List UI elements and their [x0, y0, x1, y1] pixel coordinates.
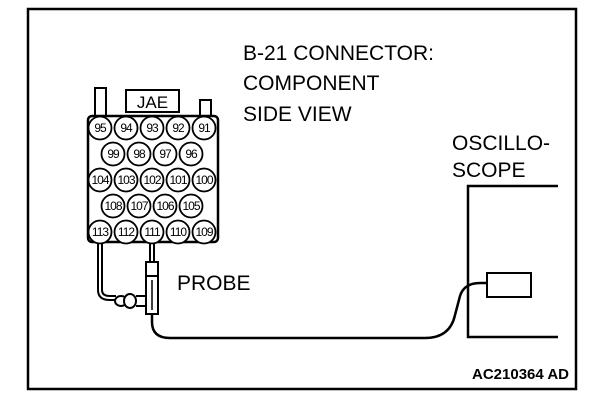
oscilloscope-label-line-1: OSCILLO- — [452, 132, 550, 155]
pin-cavity: 106 — [152, 193, 178, 219]
oscilloscope-label-line-2: SCOPE — [452, 159, 526, 182]
title-line-3: SIDE VIEW — [243, 103, 352, 126]
connector-title: B-21 CONNECTOR: COMPONENT SIDE VIEW — [243, 42, 434, 126]
pin-cavity: 107 — [126, 193, 152, 219]
pin-number: 93 — [146, 121, 159, 135]
oscilloscope-outline — [466, 184, 558, 339]
pin-cavity: 104 — [87, 167, 113, 193]
pin-number: 105 — [182, 199, 200, 213]
oscilloscope: OSCILLO- SCOPE — [452, 132, 558, 339]
title-line-1: B-21 CONNECTOR: — [243, 42, 434, 65]
alligator-clip-icon — [114, 293, 146, 309]
diagram-frame — [26, 7, 578, 391]
probe-icon — [145, 261, 159, 315]
connector-brand-box — [125, 89, 180, 113]
probe-needle — [149, 243, 155, 262]
pin-cavity: 109 — [191, 219, 217, 245]
pin-cavity: 95 — [87, 115, 113, 141]
pin-number: 92 — [172, 121, 185, 135]
pin-number: 110 — [170, 225, 187, 239]
pin-cavity: 112 — [113, 219, 139, 245]
pin-number: 98 — [133, 147, 146, 161]
pin-cavity: 98 — [126, 141, 152, 167]
pin-number: 113 — [92, 225, 109, 239]
pin-number: 100 — [195, 173, 213, 187]
pin-cavity: 96 — [178, 141, 204, 167]
pin-cavity: 91 — [191, 115, 217, 141]
connector-pin-grid: 95 94 93 92 91 99 98 97 96 104 103 102 1… — [87, 115, 217, 245]
pin-cavity: 94 — [113, 115, 139, 141]
pin-number: 91 — [198, 121, 211, 135]
pin-number: 111 — [144, 225, 161, 239]
pin-number: 104 — [91, 173, 109, 187]
pin-cavity: 100 — [191, 167, 217, 193]
pin-number: 103 — [117, 173, 135, 187]
pin-cavity-probed: 111 — [139, 219, 165, 245]
pin-cavity: 97 — [152, 141, 178, 167]
reference-code: AC210364 AD — [472, 366, 569, 383]
pin-cavity: 105 — [178, 193, 204, 219]
pin-number: 97 — [159, 147, 172, 161]
pin-number: 106 — [156, 199, 174, 213]
pin-number: 109 — [195, 225, 213, 239]
oscilloscope-input-port — [486, 272, 532, 298]
pin-cavity: 99 — [100, 141, 126, 167]
pin-number: 99 — [107, 147, 120, 161]
b21-connector: JAE 95 94 93 92 91 99 98 97 96 104 103 1… — [86, 87, 220, 245]
connector-tab-left — [94, 87, 107, 119]
pin-number: 95 — [94, 121, 107, 135]
pin-cavity: 110 — [165, 219, 191, 245]
probe-label: PROBE — [177, 272, 251, 295]
pin-cavity: 93 — [139, 115, 165, 141]
connector-brand-label: JAE — [137, 93, 168, 112]
pin-number: 94 — [120, 121, 133, 135]
pin-number: 96 — [185, 147, 198, 161]
pin-number: 107 — [130, 199, 148, 213]
pin-cavity: 101 — [165, 167, 191, 193]
pin-number: 112 — [118, 225, 135, 239]
pin-cavity: 103 — [113, 167, 139, 193]
pin-cavity: 102 — [139, 167, 165, 193]
pin-number: 108 — [104, 199, 122, 213]
title-line-2: COMPONENT — [243, 72, 380, 95]
pin-cavity: 92 — [165, 115, 191, 141]
pin-cavity: 108 — [100, 193, 126, 219]
pin-number: 101 — [169, 173, 187, 187]
ground-lead — [97, 243, 116, 301]
pin-cavity: 113 — [87, 219, 113, 245]
pin-number: 102 — [143, 173, 161, 187]
